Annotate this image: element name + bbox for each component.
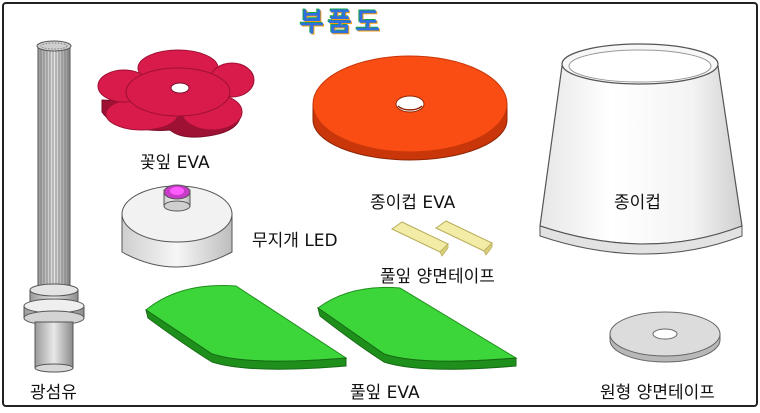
fiber-bundle-icon: [23, 40, 85, 373]
page-title: 부품도: [300, 8, 384, 38]
label-leaf-eva: 풀잎 EVA: [350, 383, 420, 403]
diagram-frame: [2, 2, 758, 407]
paper-cup-icon: [539, 43, 743, 255]
label-petal-eva: 꽃잎 EVA: [140, 153, 210, 173]
leaf-icon: [145, 285, 518, 370]
label-optical-fiber: 광섬유: [30, 383, 77, 403]
label-round-tape: 원형 양면테이프: [600, 383, 715, 403]
cup-eva-disc-icon: [312, 55, 508, 161]
tape-strip-icon: [391, 220, 493, 257]
flower-petal-icon: [97, 49, 255, 138]
label-cup-eva: 종이컵 EVA: [370, 193, 456, 213]
label-leaf-tape: 풀잎 양면테이프: [380, 267, 495, 287]
led-icon: [121, 184, 233, 268]
label-rainbow-led: 무지개 LED: [252, 231, 338, 251]
ring-tape-icon: [609, 311, 721, 363]
label-paper-cup: 종이컵: [614, 193, 661, 213]
